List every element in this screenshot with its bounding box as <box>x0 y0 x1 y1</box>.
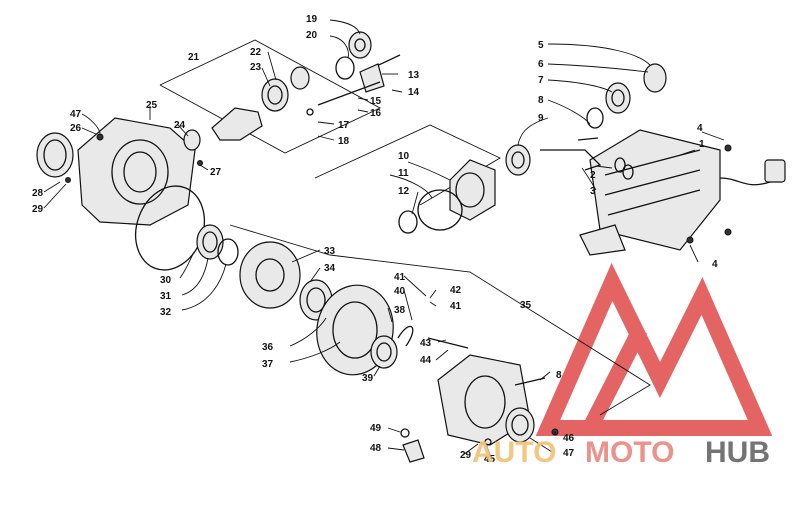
callout-label: 27 <box>210 167 222 178</box>
callout-label: 33 <box>324 246 336 257</box>
callout-label: 4 <box>697 123 703 134</box>
callout-label: 1 <box>699 139 705 150</box>
callout-label: 24 <box>174 120 186 131</box>
actuator-assembly <box>540 63 786 256</box>
callout-label: 41 <box>394 272 406 283</box>
callout-label: 6 <box>538 59 544 70</box>
callout-label: 20 <box>306 30 318 41</box>
callout-label: 12 <box>398 186 410 197</box>
middle-housing <box>398 144 531 234</box>
callout-label: 28 <box>32 188 44 199</box>
callout-label: 47 <box>70 109 82 120</box>
callout-label: 11 <box>398 168 409 179</box>
watermark-wordmark: AUTO MOTO HUB <box>472 436 770 469</box>
callout-label: 34 <box>324 263 336 274</box>
callout-label: 10 <box>398 151 410 162</box>
callout-label: 39 <box>362 373 374 384</box>
right-cover-housing <box>400 354 559 463</box>
callout-label: 18 <box>338 136 350 147</box>
callout-label: 7 <box>538 75 544 86</box>
callout-label: 32 <box>160 307 172 318</box>
callout-label: 21 <box>188 52 200 63</box>
callout-label: 38 <box>394 305 406 316</box>
callout-label: 2 <box>590 170 596 181</box>
watermark-word-moto: MOTO <box>585 436 674 469</box>
left-housing-assembly <box>36 66 310 271</box>
part-callouts: 1 2 3 4 4 5 6 7 8 8 9 10 11 12 13 14 15 … <box>32 14 718 465</box>
watermark-triangle-icon <box>535 262 773 436</box>
callout-label: 29 <box>32 204 44 215</box>
callout-label: 8 <box>538 95 544 106</box>
callout-label: 40 <box>394 286 406 297</box>
callout-label: 15 <box>370 96 382 107</box>
callout-label: 17 <box>338 120 350 131</box>
callout-label: 43 <box>420 338 432 349</box>
callout-label: 9 <box>538 113 544 124</box>
differential-assembly <box>239 241 469 376</box>
watermark-word-auto: AUTO <box>472 436 556 469</box>
callout-label: 44 <box>420 355 432 366</box>
callout-label: 36 <box>262 342 274 353</box>
callout-label: 22 <box>250 47 262 58</box>
callout-label: 3 <box>590 186 596 197</box>
callout-label: 30 <box>160 275 172 286</box>
leader-lines <box>43 19 725 456</box>
callout-label: 41 <box>450 301 462 312</box>
shift-assembly <box>306 31 401 116</box>
callout-label: 45 <box>484 454 496 465</box>
callout-label: 31 <box>160 291 172 302</box>
callout-label: 35 <box>520 300 532 311</box>
callout-label: 13 <box>408 70 420 81</box>
callout-label: 25 <box>146 100 158 111</box>
callout-label: 26 <box>70 123 82 134</box>
callout-label: 23 <box>250 62 262 73</box>
callout-label: 47 <box>563 448 575 459</box>
callout-label: 37 <box>262 359 274 370</box>
watermark-word-hub: HUB <box>705 436 770 469</box>
callout-label: 4 <box>712 259 718 270</box>
callout-label: 5 <box>538 40 544 51</box>
callout-label: 8 <box>556 370 562 381</box>
callout-label: 16 <box>370 108 382 119</box>
callout-label: 48 <box>370 443 382 454</box>
callout-label: 29 <box>460 450 472 461</box>
callout-label: 49 <box>370 423 382 434</box>
callout-label: 14 <box>408 87 420 98</box>
watermark-logo <box>535 262 773 436</box>
callout-label: 42 <box>450 285 462 296</box>
callout-label: 19 <box>306 14 318 25</box>
callout-label: 46 <box>563 433 575 444</box>
